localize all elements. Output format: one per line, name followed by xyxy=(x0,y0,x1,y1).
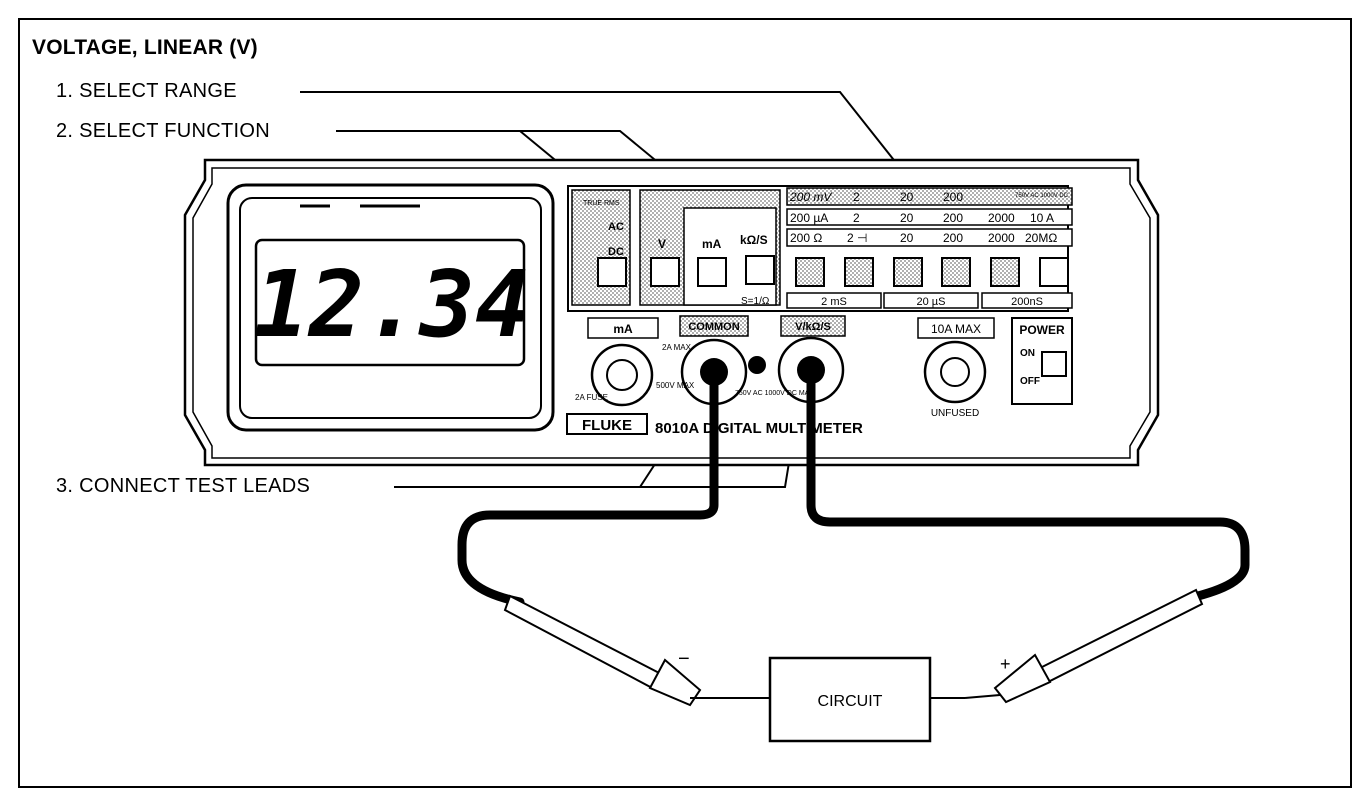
range-v-max: 750V AC 1000V DC xyxy=(1015,193,1069,199)
v-function-label: V xyxy=(658,237,666,251)
range-button-4[interactable] xyxy=(941,257,971,287)
range-button-3[interactable] xyxy=(893,257,923,287)
range-v-200: 200 xyxy=(943,190,963,204)
conductance-labels: 2 mS 20 µS 200nS xyxy=(786,292,1073,309)
range-ohm-2: 2 ⊣ xyxy=(847,231,867,245)
ac-dc-button[interactable] xyxy=(597,257,627,287)
dc-label: DC xyxy=(608,246,624,258)
common-jack-label: COMMON xyxy=(688,321,739,333)
range-ohm-200: 200 xyxy=(943,231,963,245)
ma-jack-label: mA xyxy=(613,322,633,336)
range-button-1[interactable] xyxy=(795,257,825,287)
jack-separator-dot xyxy=(748,356,766,374)
red-lead xyxy=(806,365,1250,603)
v-function-button[interactable] xyxy=(650,257,680,287)
ma-function-button[interactable] xyxy=(697,257,727,287)
range-a-20: 20 xyxy=(900,211,914,225)
range-ohm-2000: 2000 xyxy=(988,231,1015,245)
range-a-10a: 10 A xyxy=(1030,211,1054,225)
positive-probe-label: + xyxy=(1000,654,1011,674)
vohm-jack-label: V/kΩ/S xyxy=(795,321,831,333)
kohm-function-label: kΩ/S xyxy=(740,233,768,247)
figure-title: VOLTAGE, LINEAR (V) xyxy=(32,36,258,59)
lcd-display: 12.34 xyxy=(226,183,555,432)
range-a-2000: 2000 xyxy=(988,211,1015,225)
range-v-2: 2 xyxy=(853,190,860,204)
circuit-block: CIRCUIT xyxy=(735,656,965,743)
power-on-label: ON xyxy=(1020,348,1035,359)
range-a-200ua: 200 µA xyxy=(790,211,828,225)
ac-label: AC xyxy=(608,221,624,233)
brand-logo: FLUKE xyxy=(582,417,632,434)
step-select-function: 2. SELECT FUNCTION xyxy=(56,120,270,142)
kohm-function-button[interactable] xyxy=(745,255,775,285)
range-ohm-20: 20 xyxy=(900,231,914,245)
unfused-label: UNFUSED xyxy=(931,408,979,419)
cond-20us: 20 µS xyxy=(917,296,946,308)
true-rms-label: TRUE RMS xyxy=(583,200,620,207)
range-v-200mv: 200 mV xyxy=(789,190,832,204)
black-lead xyxy=(457,367,719,607)
power-off-label: OFF xyxy=(1020,376,1040,387)
amp10-jack-label: 10A MAX xyxy=(931,322,981,336)
ma-jack-rating: 2A MAX xyxy=(662,343,692,352)
step-connect-leads: 3. CONNECT TEST LEADS xyxy=(56,475,311,497)
cond-200ns: 200nS xyxy=(1011,296,1043,308)
power-label: POWER xyxy=(1019,323,1065,337)
range-ohm-200: 200 Ω xyxy=(790,231,822,245)
range-button-5[interactable] xyxy=(990,257,1020,287)
push-buttons xyxy=(597,255,1069,287)
range-ohm-20m: 20MΩ xyxy=(1025,231,1057,245)
range-button-6[interactable] xyxy=(1039,257,1069,287)
power-button[interactable] xyxy=(1041,351,1067,377)
cond-2ms: 2 mS xyxy=(821,296,847,308)
figure-frame xyxy=(18,18,1352,788)
positive-probe: + xyxy=(964,588,1204,704)
ma-function-label: mA xyxy=(702,237,722,251)
common-rating: 500V MAX xyxy=(656,381,695,390)
negative-probe-label: − xyxy=(678,648,690,670)
fuse-label: 2A FUSE xyxy=(575,393,608,402)
negative-probe: − xyxy=(503,594,735,707)
model-label: 8010A DIGITAL MULTIMETER xyxy=(655,420,863,437)
vohm-rating: 750V AC 1000V DC MAX xyxy=(735,390,814,397)
lcd-reading: 12.34 xyxy=(254,251,531,358)
step-select-range: 1. SELECT RANGE xyxy=(56,80,237,102)
s-note: S=1/Ω xyxy=(741,296,770,307)
range-button-2[interactable] xyxy=(844,257,874,287)
range-v-20: 20 xyxy=(900,190,914,204)
range-a-2: 2 xyxy=(853,211,860,225)
circuit-label: CIRCUIT xyxy=(818,693,883,710)
test-leads xyxy=(457,365,1250,607)
range-a-200: 200 xyxy=(943,211,963,225)
